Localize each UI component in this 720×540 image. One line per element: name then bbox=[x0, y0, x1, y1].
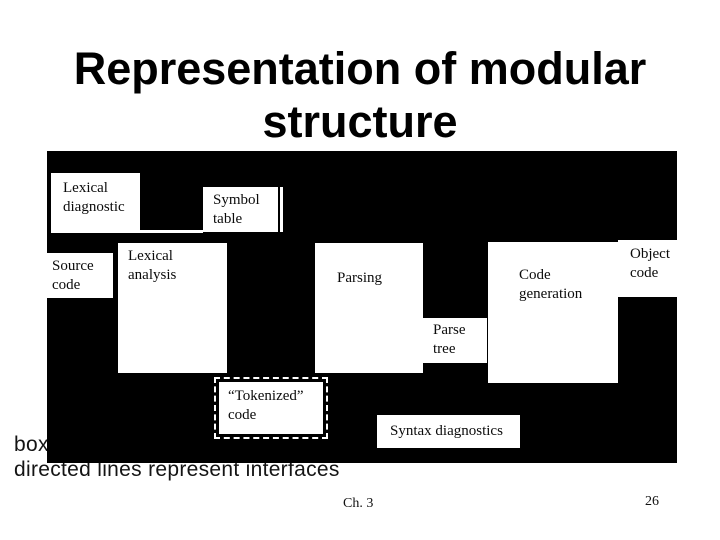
diagram-box-source-code: Source code bbox=[30, 253, 113, 298]
box-label: Source bbox=[52, 258, 94, 274]
box-label: Symbol bbox=[213, 192, 260, 208]
footer-chapter: Ch. 3 bbox=[343, 496, 374, 511]
box-label: table bbox=[213, 211, 243, 227]
box-label: Code bbox=[519, 267, 551, 283]
slide-title-line1: Representation of modular bbox=[73, 43, 647, 94]
diagram-box-tokenized-code: “Tokenized” code bbox=[214, 377, 328, 439]
diagram-box-code-generation: Code generation bbox=[488, 242, 618, 383]
diagram-box-syntax-diagnostics: Syntax diagnostics bbox=[377, 415, 520, 448]
box-label: “Tokenized” bbox=[228, 388, 304, 404]
box-label: Parse bbox=[433, 322, 466, 338]
diagram-box-lexical-analysis: Lexical analysis bbox=[118, 243, 227, 373]
diagram-box-lexical-diagnostic: Lexical diagnostic bbox=[51, 173, 140, 233]
box-label: code bbox=[228, 407, 257, 423]
slide-title: Representation of modular structure bbox=[0, 42, 720, 148]
box-label: Lexical bbox=[63, 180, 108, 196]
box-label: Syntax diagnostics bbox=[390, 423, 503, 439]
box-label: generation bbox=[519, 286, 583, 302]
diagram-box-symbol-table: Symbol table bbox=[203, 187, 278, 232]
diagram-box-parsing: Parsing bbox=[315, 243, 423, 373]
box-label: Parsing bbox=[337, 270, 382, 286]
box-label: tree bbox=[433, 341, 456, 357]
diagram-box-object-code: Object code bbox=[618, 240, 690, 297]
box-label: diagnostic bbox=[63, 199, 125, 215]
caption-line2: directed lines represent interfaces bbox=[14, 458, 340, 481]
box-label: code bbox=[630, 265, 659, 281]
box-label: Lexical bbox=[128, 248, 173, 264]
box-label: Object bbox=[630, 246, 670, 262]
diagram-box-parse-tree: Parse tree bbox=[423, 318, 487, 363]
modular-structure-diagram: Lexical diagnostic Symbol table Source c… bbox=[30, 151, 690, 463]
slide-title-line2: structure bbox=[262, 96, 458, 147]
caption-line1: box bbox=[14, 433, 49, 456]
connector-line bbox=[140, 230, 203, 233]
footer-page-number: 26 bbox=[645, 494, 659, 509]
box-label: analysis bbox=[128, 267, 177, 283]
box-label: code bbox=[52, 277, 81, 293]
